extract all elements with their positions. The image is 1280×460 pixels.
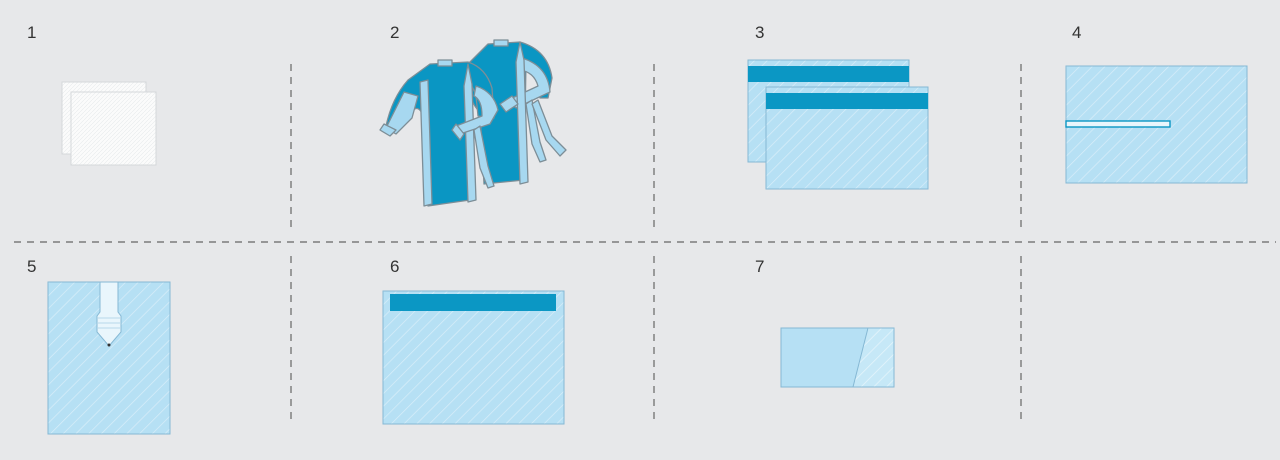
panel-number-3: 3 (755, 23, 764, 42)
gown-front (379, 59, 499, 207)
panel-number-6: 6 (390, 257, 399, 276)
adhesive-strip (390, 294, 556, 311)
panel-number-1: 1 (27, 23, 36, 42)
tube-cover (96, 281, 122, 347)
drapes-with-adhesive-strip-illustration (747, 59, 929, 190)
drape-front (765, 86, 929, 190)
panel-number-5: 5 (27, 257, 36, 276)
folded-flap (852, 327, 895, 388)
slit-opening (1065, 120, 1171, 128)
adhesive-strip-front (766, 93, 928, 109)
grid-dividers (14, 64, 1276, 420)
surgical-gowns-illustration (379, 39, 567, 207)
folded-drape-illustration (780, 327, 895, 388)
adhesive-strip-back (748, 66, 909, 82)
drape-with-slit-illustration (1065, 65, 1248, 184)
drape-with-adhesive-strip-illustration (382, 290, 565, 425)
panel-number-7: 7 (755, 257, 764, 276)
gauze-swabs-illustration (61, 81, 157, 166)
panel-number-4: 4 (1072, 23, 1081, 42)
panel-number-2: 2 (390, 23, 399, 42)
drape-with-tube-cover-illustration (47, 281, 171, 435)
